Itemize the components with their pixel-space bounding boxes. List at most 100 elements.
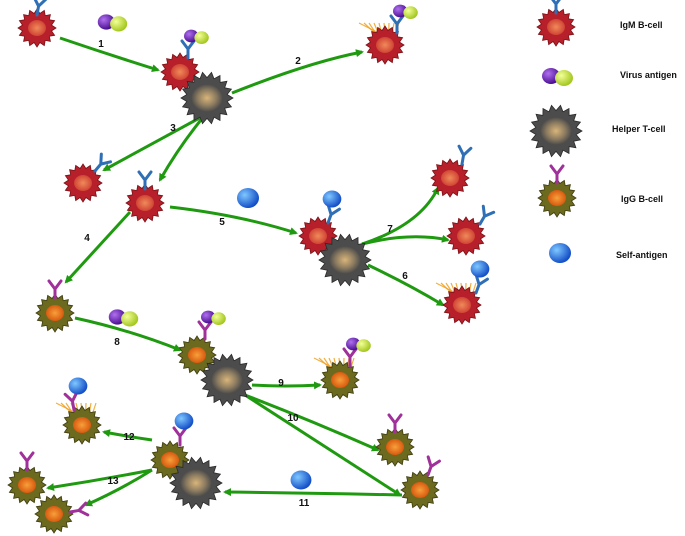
igm-b-cell-activated-self <box>435 260 490 325</box>
arrow-step-7b <box>361 234 450 246</box>
igm-b-cell-start <box>17 0 57 48</box>
bound-self-antigen <box>322 190 342 208</box>
helper-t-cell-core <box>329 246 361 274</box>
self-antigen-free-1 <box>237 188 259 208</box>
cell-nucleus <box>548 190 566 206</box>
cell-nucleus <box>45 506 63 522</box>
igg-antibody-icon <box>549 164 565 185</box>
helper-t-cell-core <box>211 366 243 394</box>
step-number-11: 11 <box>299 498 310 509</box>
cell-nucleus <box>441 170 459 186</box>
legend-label-virus-antigen: Virus antigen <box>620 70 677 80</box>
igg-b-cell-step13-a <box>7 451 47 505</box>
arrow-step-7a <box>361 186 440 246</box>
arrow-step-11 <box>223 488 403 497</box>
igm-antibody-icon <box>180 39 196 60</box>
igm-antibody-icon <box>137 170 153 191</box>
cell-nucleus <box>28 20 46 36</box>
legend-label-self-antigen: Self-antigen <box>616 250 668 260</box>
arrow-step-1 <box>59 36 160 73</box>
igg-antibody-icon <box>68 501 90 517</box>
arrow-step-2 <box>231 49 364 95</box>
step-number-3: 3 <box>170 123 176 134</box>
step-number-6: 6 <box>402 271 408 282</box>
cell-nucleus <box>161 452 179 468</box>
arrow-step-13b <box>84 468 153 507</box>
bound-virus-antigen <box>201 310 226 325</box>
virus-antigen-free-1 <box>97 14 128 32</box>
cell-nucleus <box>171 64 189 80</box>
igm-antibody-icon <box>32 0 48 17</box>
legend-virus-antigen-icon <box>542 68 573 86</box>
bound-virus-antigen <box>346 337 371 352</box>
igm-antibody-icon <box>93 152 113 173</box>
virus-antigen-free-2 <box>108 309 139 327</box>
step-number-10: 10 <box>287 413 299 424</box>
cell-nucleus <box>18 477 36 493</box>
igg-antibody-icon <box>387 413 403 434</box>
cell-nucleus <box>453 297 471 313</box>
step-number-8: 8 <box>114 337 120 348</box>
igg-b-cell-bound-self <box>150 412 194 480</box>
legend-label-igg-b-cell: IgG B-cell <box>621 194 664 204</box>
arrow-step-5 <box>169 205 298 235</box>
step-number-12: 12 <box>123 432 135 443</box>
bound-self-antigen <box>174 412 194 430</box>
arrow-step-13a <box>46 468 153 492</box>
self-antigen-free-2 <box>290 470 312 490</box>
legend-helper-t-cell-icon <box>529 104 583 158</box>
cell-nucleus <box>46 305 64 321</box>
igg-antibody-icon <box>172 426 188 447</box>
cell-nucleus <box>457 228 475 244</box>
bound-virus-antigen <box>184 29 209 44</box>
igg-b-cell-step10-a <box>375 413 415 467</box>
igg-b-cell-activated-virus <box>313 337 371 400</box>
helper-t-cell-core <box>540 117 572 145</box>
igm-antibody-icon <box>389 14 405 35</box>
igg-b-cell-step4 <box>35 279 75 333</box>
arrow-step-3a <box>102 113 206 172</box>
igg-antibody-icon <box>19 451 35 472</box>
cell-nucleus <box>309 228 327 244</box>
bound-self-antigen <box>68 377 88 395</box>
cell-nucleus <box>547 19 565 35</box>
cell-nucleus <box>376 37 394 53</box>
igg-b-cell-step10-b <box>400 455 441 510</box>
step-number-4: 4 <box>84 233 90 244</box>
legend-igg-b-cell-icon <box>537 164 577 218</box>
bound-virus-antigen <box>393 4 418 19</box>
helper-t-cell-core <box>180 469 212 497</box>
legend-label-igm-b-cell: IgM B-cell <box>620 20 663 30</box>
helper-t-cell-4 <box>169 456 223 510</box>
step-number-2: 2 <box>295 56 301 67</box>
cell-nucleus <box>136 195 154 211</box>
step-number-5: 5 <box>219 217 225 228</box>
cell-nucleus <box>331 372 349 388</box>
igm-b-cell-activated-virus <box>358 4 418 65</box>
helper-t-cell-2 <box>318 233 372 287</box>
legend-self-antigen-icon <box>549 243 571 263</box>
cell-nucleus <box>411 482 429 498</box>
arrow-step-10b <box>244 393 402 497</box>
step-number-1: 1 <box>98 39 104 50</box>
igg-b-cell-bound-virus <box>177 310 226 375</box>
igm-antibody-icon <box>551 0 561 15</box>
igm-b-cell-step3-right <box>125 170 165 223</box>
legend-label-helper-t-cell: Helper T-cell <box>612 124 666 134</box>
igm-b-cell-step7-bottom <box>446 204 496 256</box>
helper-t-cell-core <box>191 84 223 112</box>
step-number-13: 13 <box>107 476 119 487</box>
step-number-7: 7 <box>387 224 393 235</box>
helper-t-cell-3 <box>200 353 254 407</box>
igg-b-cell-activated-self <box>55 377 102 445</box>
arrow-step-4 <box>64 210 132 284</box>
igm-antibody-icon <box>478 204 496 226</box>
arrow-step-10a <box>244 393 380 452</box>
igg-antibody-icon <box>342 347 358 368</box>
arrow-step-9 <box>251 381 322 390</box>
igg-antibody-icon <box>197 320 213 341</box>
cell-nucleus <box>386 439 404 455</box>
legend-igm-b-cell-icon <box>536 0 576 47</box>
